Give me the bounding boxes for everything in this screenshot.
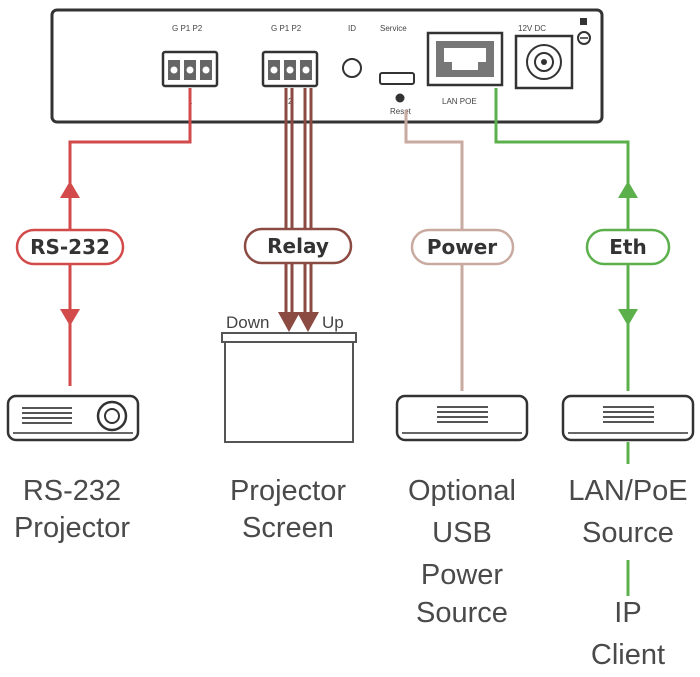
- rs232-up-arrow-icon: [60, 181, 80, 198]
- svg-text:Source: Source: [582, 517, 674, 549]
- id-label: ID: [348, 24, 356, 33]
- service-label: Service: [380, 24, 407, 33]
- relay-down-arrow-icon: [278, 312, 300, 332]
- projector-icon: [6, 394, 140, 442]
- svg-text:IP: IP: [614, 597, 641, 629]
- svg-text:USB: USB: [432, 517, 492, 549]
- ground-screw-icon: [577, 18, 591, 45]
- port1-pin-labels: G P1 P2: [172, 24, 203, 33]
- eth-down-arrow-icon: [618, 309, 638, 326]
- reset-button-icon: [395, 93, 405, 103]
- lan-poe-source-icon: [561, 394, 695, 442]
- svg-text:Power: Power: [421, 559, 504, 591]
- reset-label: Reset: [390, 107, 412, 116]
- eth-up-arrow-icon: [618, 181, 638, 198]
- svg-text:Eth: Eth: [609, 235, 646, 259]
- ethernet-port-icon: [426, 31, 504, 87]
- usb-power-caption: Optional USB Power Source: [408, 475, 516, 629]
- usb-service-port-icon: [379, 72, 415, 85]
- rs232-down-arrow-icon: [60, 309, 80, 326]
- svg-text:Power: Power: [427, 235, 497, 259]
- svg-text:Screen: Screen: [242, 512, 334, 544]
- svg-text:Optional: Optional: [408, 475, 516, 507]
- relay-connection-lines: [284, 88, 313, 318]
- svg-text:LAN/PoE: LAN/PoE: [568, 475, 687, 507]
- lan-poe-label: LAN POE: [442, 97, 477, 106]
- ip-client-caption: IP Client: [591, 597, 665, 671]
- id-led-icon: [342, 58, 362, 78]
- usb-power-source-icon: [395, 394, 529, 442]
- svg-text:RS-232: RS-232: [30, 235, 110, 259]
- screen-down-label: Down: [226, 313, 269, 332]
- projector-screen-caption: Projector Screen: [230, 475, 346, 544]
- lan-poe-caption: LAN/PoE Source: [568, 475, 687, 549]
- svg-text:RS-232: RS-232: [23, 475, 121, 507]
- power-link-badge: Power: [410, 228, 515, 266]
- dc-label: 12V DC: [518, 24, 546, 33]
- eth-link-badge: Eth: [585, 228, 671, 266]
- rs232-link-badge: RS-232: [15, 228, 125, 266]
- port2-pin-labels: G P1 P2: [271, 24, 302, 33]
- svg-text:Source: Source: [416, 597, 508, 629]
- terminal-block-2: [261, 50, 319, 88]
- dc-jack-icon: [514, 34, 574, 90]
- device-unit: G P1 P2 1 G P1 P2 2 ID Service: [50, 8, 604, 124]
- svg-text:Projector: Projector: [230, 475, 346, 507]
- eth-connection-line: [494, 88, 630, 596]
- terminal-block-1: [161, 50, 219, 88]
- svg-text:Projector: Projector: [14, 512, 130, 544]
- relay-up-arrow-icon: [297, 312, 319, 332]
- svg-text:Relay: Relay: [267, 234, 329, 258]
- relay-link-badge: Relay: [243, 227, 353, 265]
- screen-up-label: Up: [322, 313, 344, 332]
- projector-screen-icon: [221, 332, 357, 443]
- svg-text:Client: Client: [591, 639, 665, 671]
- power-connection-line: [404, 110, 464, 391]
- rs232-projector-caption: RS-232 Projector: [14, 475, 130, 544]
